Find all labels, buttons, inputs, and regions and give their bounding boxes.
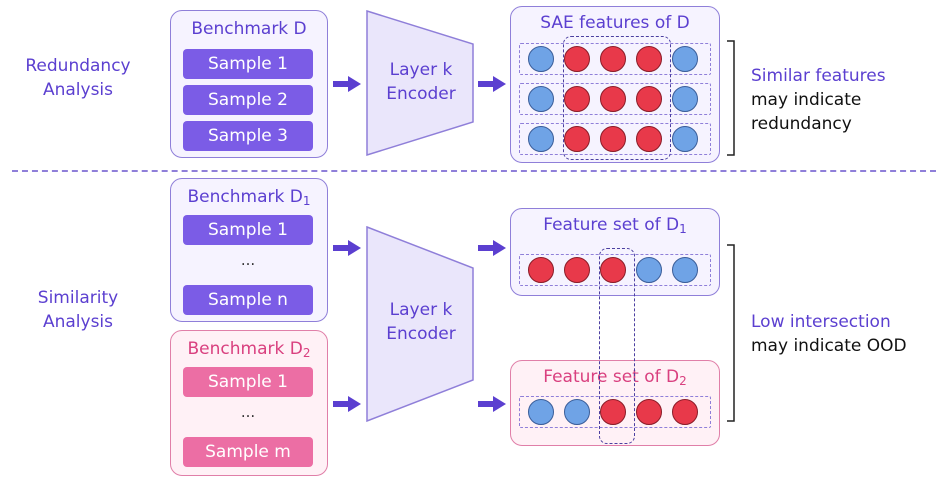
caption-line: may indicate OOD [751, 336, 907, 356]
sample-chip: Sample 1 [183, 215, 313, 245]
similarity-label-line2: Analysis [42, 312, 114, 332]
encoder-label: Layer k Encoder [368, 58, 474, 106]
benchmark-d-title: Benchmark D [191, 19, 307, 39]
benchmark-d2-title-text: Benchmark D [187, 339, 303, 359]
red-feature-circle [636, 399, 662, 425]
encoder-label-line1: Layer k [389, 300, 453, 320]
redundancy-label-line1: Redundancy [25, 56, 131, 76]
feature-row [519, 396, 711, 428]
benchmark-d2-title: Benchmark D2 [171, 339, 327, 360]
sample-chip: Sample 1 [183, 367, 313, 397]
sample-chip: Sample 1 [183, 49, 313, 79]
red-feature-circle [636, 86, 662, 112]
section-divider [12, 170, 936, 172]
sample-chip: Sample n [183, 285, 313, 315]
arrow-icon [478, 396, 506, 412]
caption-line: Similar features [751, 66, 886, 86]
benchmark-d1-box: Benchmark D1 Sample 1 ... Sample n [170, 178, 328, 322]
feature-row [519, 83, 711, 115]
similarity-label-line1: Similarity [37, 288, 119, 308]
encoder-label-line2: Encoder [386, 324, 456, 344]
caption-line: Low intersection [751, 312, 891, 332]
red-feature-circle [564, 86, 590, 112]
blue-feature-circle [528, 46, 554, 72]
blue-feature-circle [672, 126, 698, 152]
benchmark-d1-title-text: Benchmark D [187, 187, 303, 207]
subscript: 1 [302, 194, 311, 208]
feature-set-d2-title-text: Feature set of D [543, 367, 680, 387]
sample-chip: Sample m [183, 437, 313, 467]
caption-line: redundancy [751, 114, 852, 134]
red-feature-circle [564, 126, 590, 152]
blue-feature-circle [672, 257, 698, 283]
sample-chip: Sample 3 [183, 121, 313, 151]
red-feature-circle [600, 399, 626, 425]
red-feature-circle [600, 86, 626, 112]
similarity-caption: Low intersection may indicate OOD [751, 310, 941, 358]
caption-line: may indicate [751, 90, 862, 110]
benchmark-d-box: Benchmark D Sample 1 Sample 2 Sample 3 [170, 10, 328, 158]
feature-row [519, 123, 711, 155]
ellipsis: ... [240, 403, 256, 421]
blue-feature-circle [672, 86, 698, 112]
feature-set-d2-title: Feature set of D2 [511, 367, 719, 388]
encoder-trapezoid [366, 226, 474, 422]
feature-set-d1-title-text: Feature set of D [543, 215, 680, 235]
brace-icon [727, 244, 735, 422]
arrow-icon [333, 240, 361, 256]
arrow-icon [478, 76, 506, 92]
subscript: 2 [302, 346, 311, 360]
encoder-label-line2: Encoder [386, 84, 456, 104]
red-feature-circle [672, 399, 698, 425]
red-feature-circle [528, 257, 554, 283]
red-feature-circle [636, 46, 662, 72]
intersection-highlight [599, 248, 635, 444]
benchmark-d1-title: Benchmark D1 [171, 187, 327, 208]
sample-chip: Sample 2 [183, 85, 313, 115]
blue-feature-circle [528, 86, 554, 112]
arrow-icon [333, 76, 361, 92]
feature-row [519, 254, 711, 286]
encoder-label-line1: Layer k [389, 60, 453, 80]
arrow-icon [333, 396, 361, 412]
benchmark-d2-box: Benchmark D2 Sample 1 ... Sample m [170, 330, 328, 476]
redundancy-label-line2: Analysis [42, 80, 114, 100]
similarity-analysis-label: Similarity Analysis [18, 286, 138, 334]
red-feature-circle [600, 46, 626, 72]
red-feature-circle [564, 46, 590, 72]
blue-feature-circle [528, 399, 554, 425]
encoder-label: Layer k Encoder [368, 298, 474, 346]
arrow-icon [478, 240, 506, 256]
feature-row [519, 43, 711, 75]
blue-feature-circle [528, 126, 554, 152]
red-feature-circle [600, 257, 626, 283]
red-feature-circle [636, 126, 662, 152]
blue-feature-circle [636, 257, 662, 283]
brace-icon [727, 40, 735, 156]
encoder-trapezoid [366, 10, 474, 156]
subscript: 2 [679, 374, 687, 388]
redundancy-caption: Similar features may indicate redundancy [751, 64, 941, 136]
blue-feature-circle [672, 46, 698, 72]
red-feature-circle [564, 257, 590, 283]
feature-set-d1-title: Feature set of D1 [511, 215, 719, 236]
sae-features-title: SAE features of D [540, 13, 690, 33]
ellipsis: ... [240, 251, 256, 269]
shared-features-highlight [563, 36, 671, 160]
blue-feature-circle [564, 399, 590, 425]
red-feature-circle [600, 126, 626, 152]
redundancy-analysis-label: Redundancy Analysis [18, 54, 138, 102]
subscript: 1 [679, 222, 687, 236]
